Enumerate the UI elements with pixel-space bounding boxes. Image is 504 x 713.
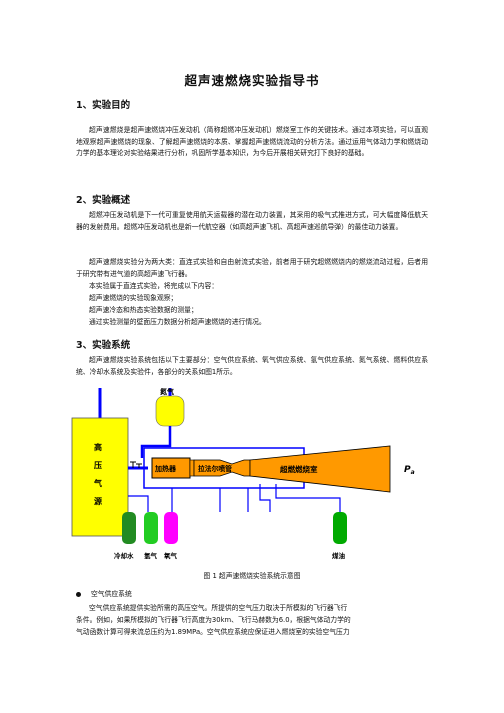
heater-label: 加热器 bbox=[154, 464, 177, 473]
overview-list-item-1: 超声速燃烧的实验现象观察； bbox=[89, 294, 178, 302]
nitrogen-bottle bbox=[155, 395, 185, 427]
overview-list-item-3: 通过实验测量的壁面压力数据分析超声速燃烧的进行情况。 bbox=[89, 318, 266, 326]
air-supply-line-2: 条件。例如，如果所模拟的飞行器飞行高度为30km、飞行马赫数为6.0，根据气体动… bbox=[76, 616, 351, 624]
overview-list-item-2: 超声速冷态和热态实验数据的测量； bbox=[89, 306, 198, 314]
tank-label-2: 压 bbox=[94, 461, 102, 470]
section-heading-overview: 2、实验概述 bbox=[76, 195, 131, 206]
combustor-label: 超燃燃烧室 bbox=[279, 464, 318, 474]
nitrogen-label: 氮气 bbox=[160, 388, 174, 396]
overview-paragraph-2: 超声速燃烧实验分为两大类：直连式实验和自由射流式实验，前者用于研究超燃燃烧内的燃… bbox=[76, 258, 428, 278]
tank-label-1: 高 bbox=[94, 442, 102, 452]
hydrogen-bottle bbox=[144, 512, 158, 544]
label-cooling-water: 冷却水 bbox=[114, 551, 134, 560]
air-supply-line-1: 空气供应系统提供实验所需的高压空气。所提供的空气压力取决于所模拟的飞行器飞行 bbox=[89, 604, 348, 612]
system-paragraph: 超声速燃烧实验系统包括以下主要部分：空气供应系统、氧气供应系统、氢气供应系统、氮… bbox=[76, 356, 428, 376]
combustor-duct bbox=[249, 445, 391, 493]
label-hydrogen: 氢气 bbox=[144, 551, 158, 560]
pipe-to-nitrogen bbox=[98, 388, 172, 418]
air-supply-line-3: 气动函数计算可得来流总压约为1.89MPa。空气供应系统应保证进入燃烧室的实验空… bbox=[76, 628, 350, 636]
oxygen-bottle bbox=[164, 512, 178, 544]
system-diagram: 氮气 高 压 气 源 加热器 拉法尔喷管 超燃燃烧室 Pa bbox=[71, 388, 415, 560]
nozzle-label: 拉法尔喷管 bbox=[198, 464, 232, 473]
overview-paragraph-1: 超燃冲压发动机是下一代可重复使用航天运载器的潜在动力装置，其采用的吸气式推进方式… bbox=[76, 211, 428, 231]
ambient-pressure-label: Pa bbox=[404, 465, 415, 476]
overview-list-intro: 本实验属于直连式实验，将完成以下内容： bbox=[89, 282, 219, 290]
high-pressure-tank bbox=[71, 417, 129, 537]
bullet-air-supply: 空气供应系统 bbox=[76, 588, 132, 598]
pipe-nitrogen-valve bbox=[140, 426, 172, 458]
document-title: 超声速燃烧实验指导书 bbox=[184, 73, 320, 88]
tank-label-4: 源 bbox=[94, 496, 102, 506]
figure-caption: 图 1 超声速燃烧实验系统示意图 bbox=[203, 572, 301, 580]
bullet-icon bbox=[76, 591, 81, 597]
section-heading-purpose: 1、实验目的 bbox=[76, 100, 131, 111]
section-heading-system: 3、实验系统 bbox=[76, 340, 131, 351]
valve-icon-1 bbox=[130, 461, 136, 468]
bullet-label: 空气供应系统 bbox=[91, 590, 132, 598]
cooling-water-bottle bbox=[122, 512, 136, 544]
label-kerosene: 煤油 bbox=[332, 551, 346, 560]
section-purpose-text: 超声速燃烧是超声速燃烧冲压发动机（简称超燃冲压发动机）燃烧室工作的关键技术。通过… bbox=[76, 126, 428, 158]
tank-label-3: 气 bbox=[93, 478, 102, 488]
valve-icon-2 bbox=[136, 463, 142, 468]
kerosene-bottle bbox=[333, 512, 347, 544]
label-oxygen: 氧气 bbox=[163, 551, 178, 560]
